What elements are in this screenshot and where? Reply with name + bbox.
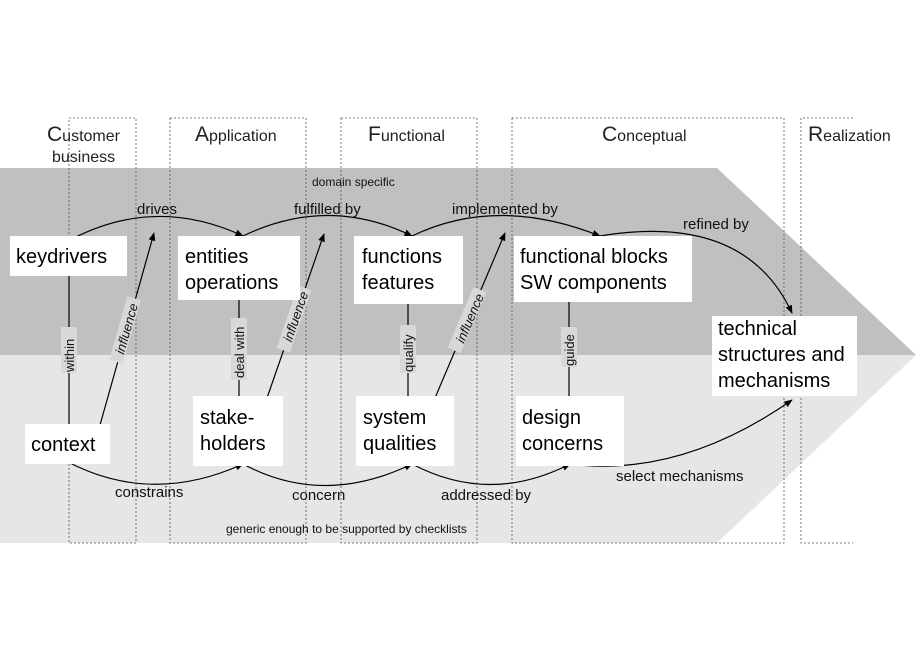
band-label-domain: domain specific xyxy=(312,175,395,189)
column-header-conceptual: Conceptual xyxy=(602,123,687,146)
box-context-line1: context xyxy=(31,434,96,456)
arrow-drives xyxy=(69,215,244,241)
box-technical-line1: technical xyxy=(718,318,797,340)
column-header-customer-line2: business xyxy=(52,149,115,166)
box-blocks-line2: SW components xyxy=(520,272,667,294)
box-functions-line2: features xyxy=(362,272,434,294)
box-stakeholders-line1: stake- xyxy=(200,407,254,429)
box-entities xyxy=(178,236,300,300)
label-qualify: qualify xyxy=(401,334,416,372)
label-bg-influence-3 xyxy=(447,286,487,354)
label-bg-influence-1 xyxy=(109,296,141,364)
label-bg-influence-2 xyxy=(276,285,312,353)
column-frame-application xyxy=(169,117,307,544)
box-entities-line1: entities xyxy=(185,246,248,268)
box-design-line1: design xyxy=(522,407,581,429)
label-refined-by: refined by xyxy=(683,216,749,233)
label-bg-deal-with xyxy=(231,318,247,380)
label-bg-qualify xyxy=(400,325,416,373)
column-header-application: Application xyxy=(195,123,277,146)
column-header-customer: Customer xyxy=(47,123,121,146)
box-qualities-line2: qualities xyxy=(363,433,436,455)
box-qualities-line1: system xyxy=(363,407,426,429)
box-design-line2: concerns xyxy=(522,433,603,455)
arrow-addressed-by xyxy=(411,463,571,486)
label-addressed-by: addressed by xyxy=(441,487,532,504)
box-stakeholders xyxy=(193,396,283,466)
band-label-generic: generic enough to be supported by checkl… xyxy=(226,522,467,536)
label-drives: drives xyxy=(137,201,177,218)
label-within: within xyxy=(62,339,77,373)
label-fulfilled-by: fulfilled by xyxy=(294,201,361,218)
column-header-realization: Realization xyxy=(808,123,891,146)
label-implemented-by: implemented by xyxy=(452,201,558,218)
box-blocks-line1: functional blocks xyxy=(520,246,668,268)
box-entities-line2: operations xyxy=(185,272,278,294)
label-bg-within xyxy=(61,327,77,373)
box-qualities xyxy=(356,396,454,466)
arrow-constrains xyxy=(69,462,244,485)
box-technical xyxy=(712,316,857,396)
box-technical-line2: structures and xyxy=(718,344,845,366)
label-bg-guide xyxy=(561,327,577,367)
label-deal-with: deal with xyxy=(232,327,247,378)
label-guide: guide xyxy=(562,334,577,366)
arrow-implemented-by xyxy=(411,214,601,237)
arrow-concern xyxy=(242,463,413,487)
arrow-fulfilled-by xyxy=(242,214,413,237)
label-constrains: constrains xyxy=(115,484,183,501)
box-functions-line1: functions xyxy=(362,246,442,268)
box-design xyxy=(516,396,624,466)
column-frame-customer xyxy=(68,117,137,544)
arrow-select-mechanisms xyxy=(569,399,793,467)
label-concern: concern xyxy=(292,487,345,504)
box-keydrivers-line1: keydrivers xyxy=(16,246,107,268)
arrow-refined-by xyxy=(599,230,793,314)
column-frame-functional xyxy=(340,117,478,544)
box-technical-line3: mechanisms xyxy=(718,370,830,392)
box-keydrivers xyxy=(10,236,127,276)
box-context xyxy=(25,424,110,464)
box-blocks xyxy=(514,236,692,302)
column-header-functional: Functional xyxy=(368,123,445,146)
box-functions xyxy=(354,236,463,304)
label-select-mechanisms: select mechanisms xyxy=(616,468,744,485)
box-stakeholders-line2: holders xyxy=(200,433,266,455)
